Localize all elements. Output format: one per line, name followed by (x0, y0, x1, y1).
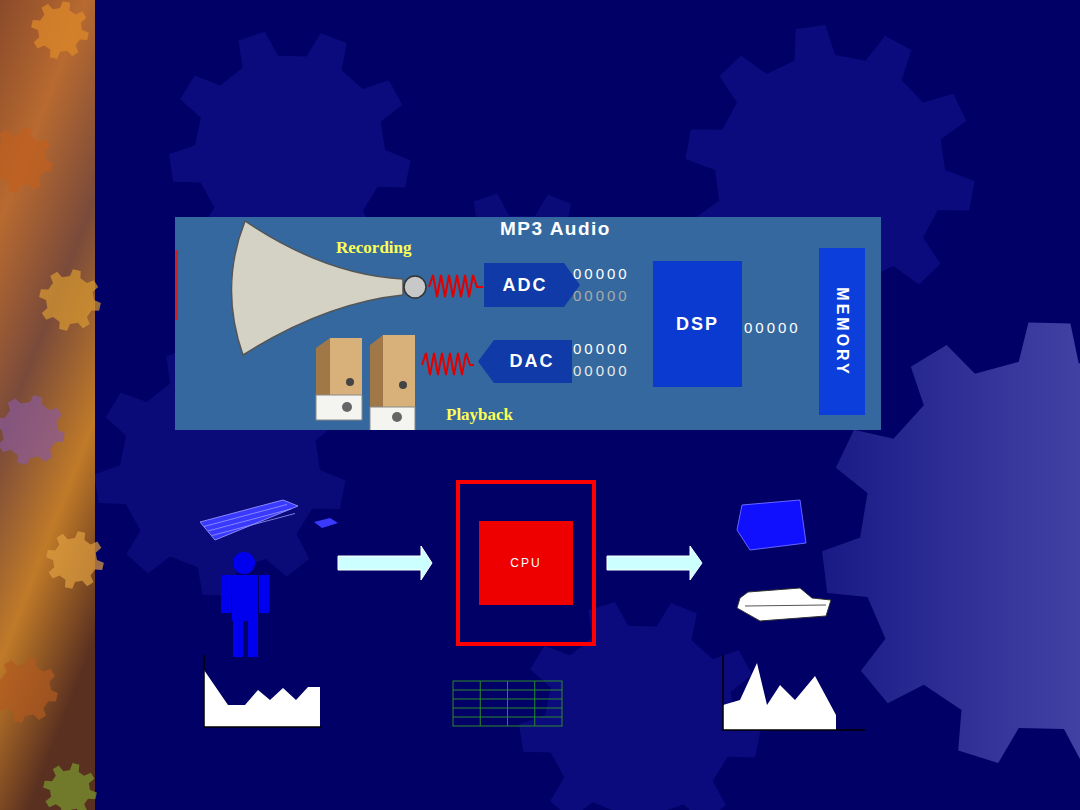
gear-decoration (94, 25, 1080, 810)
strip-gear (43, 763, 97, 810)
monitor (737, 500, 806, 550)
table-grid (453, 681, 562, 726)
binary-data: 00000 (573, 287, 630, 304)
speaker (316, 338, 362, 420)
speaker-base (370, 407, 415, 430)
microphone-capsule (404, 276, 426, 298)
person-head (233, 552, 255, 574)
edge-mark (175, 250, 178, 320)
speaker (370, 335, 415, 430)
chart-axis (723, 655, 866, 730)
dac-block: DAC (478, 340, 572, 383)
grid-border (453, 681, 562, 726)
block-shape (478, 340, 572, 383)
analog-wave (429, 275, 483, 297)
person-leg (233, 620, 243, 657)
binary-data: 00000 (744, 319, 801, 336)
block-label: MEMORY (833, 287, 851, 376)
person-arm (221, 575, 231, 613)
strip-gear (0, 657, 58, 723)
keyboard (200, 500, 298, 540)
mouse (314, 518, 338, 528)
key-row (204, 505, 287, 527)
block-shape (484, 263, 580, 307)
speaker-side (370, 335, 415, 407)
strip-texture (0, 1, 104, 810)
strip-gear (39, 269, 101, 331)
cpu-block: CPU (479, 521, 573, 605)
block-arrow (338, 546, 432, 580)
key-row (212, 514, 295, 536)
input-chart (204, 670, 320, 727)
binary-data: 00000 (573, 340, 630, 357)
grid-col (480, 681, 481, 726)
person-leg (248, 620, 258, 657)
playback-label: Playback (446, 405, 513, 425)
printer-slot (745, 605, 826, 606)
adc-block: ADC (484, 263, 580, 307)
analog-wave (422, 353, 474, 375)
strip-gear (46, 531, 104, 589)
block-label: ADC (503, 275, 562, 296)
speaker-base (316, 395, 362, 420)
person-body (232, 575, 258, 621)
keyboard-keys (204, 505, 295, 536)
speaker-side (316, 338, 362, 395)
strip-gear (0, 127, 53, 193)
memory-block: MEMORY (819, 248, 865, 415)
dsp-block: DSP (653, 261, 742, 387)
key-row (208, 509, 291, 531)
block-label: DAC (496, 351, 555, 372)
speaker-cone (346, 378, 354, 386)
printer (737, 588, 831, 621)
speaker-front (383, 335, 415, 407)
input-devices (200, 500, 338, 727)
grid-col (534, 681, 535, 726)
speaker-cone (342, 402, 352, 412)
recording-label: Recording (336, 238, 412, 258)
speaker-cone (399, 381, 407, 389)
panel-title: MP3 Audio (500, 218, 611, 240)
binary-data: 00000 (573, 265, 630, 282)
chart-axis (204, 655, 322, 727)
system-box (458, 482, 594, 644)
speaker-front (330, 338, 362, 395)
grid-col (507, 681, 508, 726)
binary-data: 00000 (573, 362, 630, 379)
strip-gear (0, 395, 65, 465)
output-devices (723, 500, 866, 730)
output-chart (723, 663, 836, 730)
block-label: CPU (510, 556, 541, 570)
strip-gear (31, 1, 89, 59)
speaker-cone (392, 412, 402, 422)
block-arrow (607, 546, 702, 580)
block-label: DSP (676, 314, 719, 335)
person-arm (259, 575, 269, 613)
